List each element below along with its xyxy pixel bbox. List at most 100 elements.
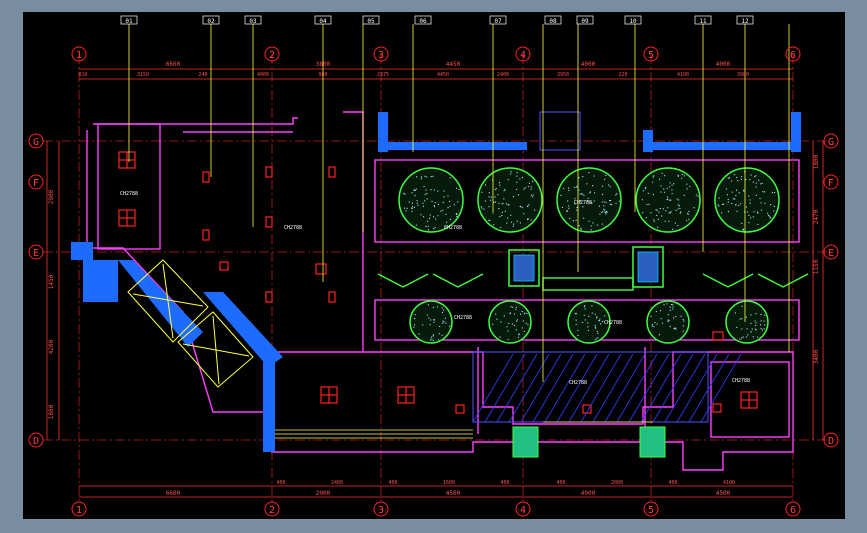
grid-label-right: G bbox=[828, 137, 834, 148]
grid-label-left: G bbox=[33, 137, 39, 148]
dimension-top-sub: 220 bbox=[618, 72, 627, 78]
threshold-strip bbox=[275, 421, 653, 439]
room-label: CH2788 bbox=[604, 320, 622, 326]
grid-bubble-left bbox=[28, 432, 44, 448]
tag-label: 09 bbox=[581, 18, 589, 25]
tag-label: 01 bbox=[125, 18, 133, 25]
grid-label-top: 1 bbox=[76, 50, 82, 61]
dimension-bottom-sub: 400 bbox=[668, 480, 677, 486]
grid-label-bottom: 3 bbox=[378, 505, 384, 516]
grid-label-top: 4 bbox=[520, 50, 526, 61]
dimension-top-sub: 4450 bbox=[437, 72, 449, 78]
tag-box bbox=[694, 15, 712, 25]
room-label: CH2788 bbox=[732, 378, 750, 384]
leader-lines bbox=[128, 24, 790, 382]
dimension-lines bbox=[46, 68, 824, 498]
elevator-shafts bbox=[127, 259, 254, 388]
tag-label: 07 bbox=[494, 18, 502, 25]
grid-bubble-left bbox=[28, 174, 44, 190]
dimension-right: 1800 bbox=[813, 154, 820, 169]
grid-bubble-top bbox=[264, 46, 280, 62]
tag-label: 04 bbox=[319, 18, 327, 25]
dimension-bottom-sub: 400 bbox=[276, 480, 285, 486]
dimension-right: 1150 bbox=[813, 259, 820, 274]
room-label: CH2788 bbox=[569, 380, 587, 386]
dimension-bottom-sub: 4100 bbox=[723, 480, 735, 486]
dimension-top: 4450 bbox=[446, 61, 461, 68]
tag-box bbox=[202, 15, 220, 25]
dimension-top-sub: 810 bbox=[78, 72, 87, 78]
dimension-bottom: 6600 bbox=[166, 490, 181, 497]
grid-bubble-top bbox=[71, 46, 87, 62]
dimension-top-sub: 900 bbox=[318, 72, 327, 78]
dimension-top-sub: 2400 bbox=[497, 72, 509, 78]
grid-bubble-bottom bbox=[515, 501, 531, 517]
windows bbox=[118, 151, 758, 414]
grid-bubble-top bbox=[643, 46, 659, 62]
grid-label-left: F bbox=[33, 178, 39, 189]
planters-large bbox=[398, 167, 780, 233]
tag-label: 08 bbox=[549, 18, 557, 25]
dimension-bottom: 4500 bbox=[716, 490, 731, 497]
grid-label-right: E bbox=[828, 248, 834, 259]
tag-label: 02 bbox=[207, 18, 215, 25]
grid-label-left: D bbox=[33, 436, 39, 447]
dimension-right: 2470 bbox=[813, 209, 820, 224]
dimension-bottom-sub: 2000 bbox=[611, 480, 623, 486]
grid-bubble-bottom bbox=[264, 501, 280, 517]
room-label: CH2788 bbox=[284, 225, 302, 231]
grid-bubble-top bbox=[373, 46, 389, 62]
dimension-top-sub: 240 bbox=[198, 72, 207, 78]
grid-bubble-right bbox=[823, 133, 839, 149]
tag-label: 06 bbox=[419, 18, 427, 25]
grid-label-right: F bbox=[828, 178, 834, 189]
grid-label-top: 3 bbox=[378, 50, 384, 61]
grid-label-top: 2 bbox=[269, 50, 275, 61]
hatched-panels bbox=[472, 111, 709, 458]
dimension-bottom-sub: 400 bbox=[388, 480, 397, 486]
tag-label: 03 bbox=[249, 18, 257, 25]
dimension-bottom: 4500 bbox=[446, 490, 461, 497]
dimension-bottom-sub: 400 bbox=[556, 480, 565, 486]
grid-bubble-bottom bbox=[373, 501, 389, 517]
room-label: CH2788 bbox=[454, 315, 472, 321]
grid-label-left: E bbox=[33, 248, 39, 259]
hatch-lines bbox=[472, 353, 742, 423]
dimension-right: 3400 bbox=[813, 349, 820, 364]
grid-bubble-right bbox=[823, 244, 839, 260]
dimension-bottom-sub: 400 bbox=[500, 480, 509, 486]
grid-bubble-bottom bbox=[785, 501, 801, 517]
tag-box bbox=[624, 15, 642, 25]
grid-bubble-bottom bbox=[71, 501, 87, 517]
dimension-top: 3800 bbox=[316, 61, 331, 68]
dimension-top-sub: 2375 bbox=[377, 72, 389, 78]
room-label: CH2788 bbox=[120, 191, 138, 197]
grid-bubble-top bbox=[515, 46, 531, 62]
grid-label-right: D bbox=[828, 436, 834, 447]
dimension-left: 1450 bbox=[48, 274, 55, 289]
grid-label-top: 5 bbox=[648, 50, 654, 61]
dimension-bottom-sub: 2400 bbox=[331, 480, 343, 486]
grid-bubble-left bbox=[28, 244, 44, 260]
tag-box bbox=[120, 15, 138, 25]
dimension-top-sub: 3950 bbox=[557, 72, 569, 78]
dimension-top-sub: 3150 bbox=[137, 72, 149, 78]
tag-box bbox=[314, 15, 332, 25]
tag-box bbox=[244, 15, 262, 25]
grid-label-bottom: 1 bbox=[76, 505, 82, 516]
tag-box bbox=[414, 15, 432, 25]
dimension-left: 4200 bbox=[48, 339, 55, 354]
tag-label: 11 bbox=[699, 18, 707, 25]
dimension-top-sub: 3900 bbox=[737, 72, 749, 78]
planter-speckles bbox=[403, 171, 776, 342]
tag-label: 12 bbox=[741, 18, 749, 25]
grid-bubble-right bbox=[823, 174, 839, 190]
dimension-bottom: 2000 bbox=[316, 490, 331, 497]
planters-small bbox=[409, 300, 769, 344]
